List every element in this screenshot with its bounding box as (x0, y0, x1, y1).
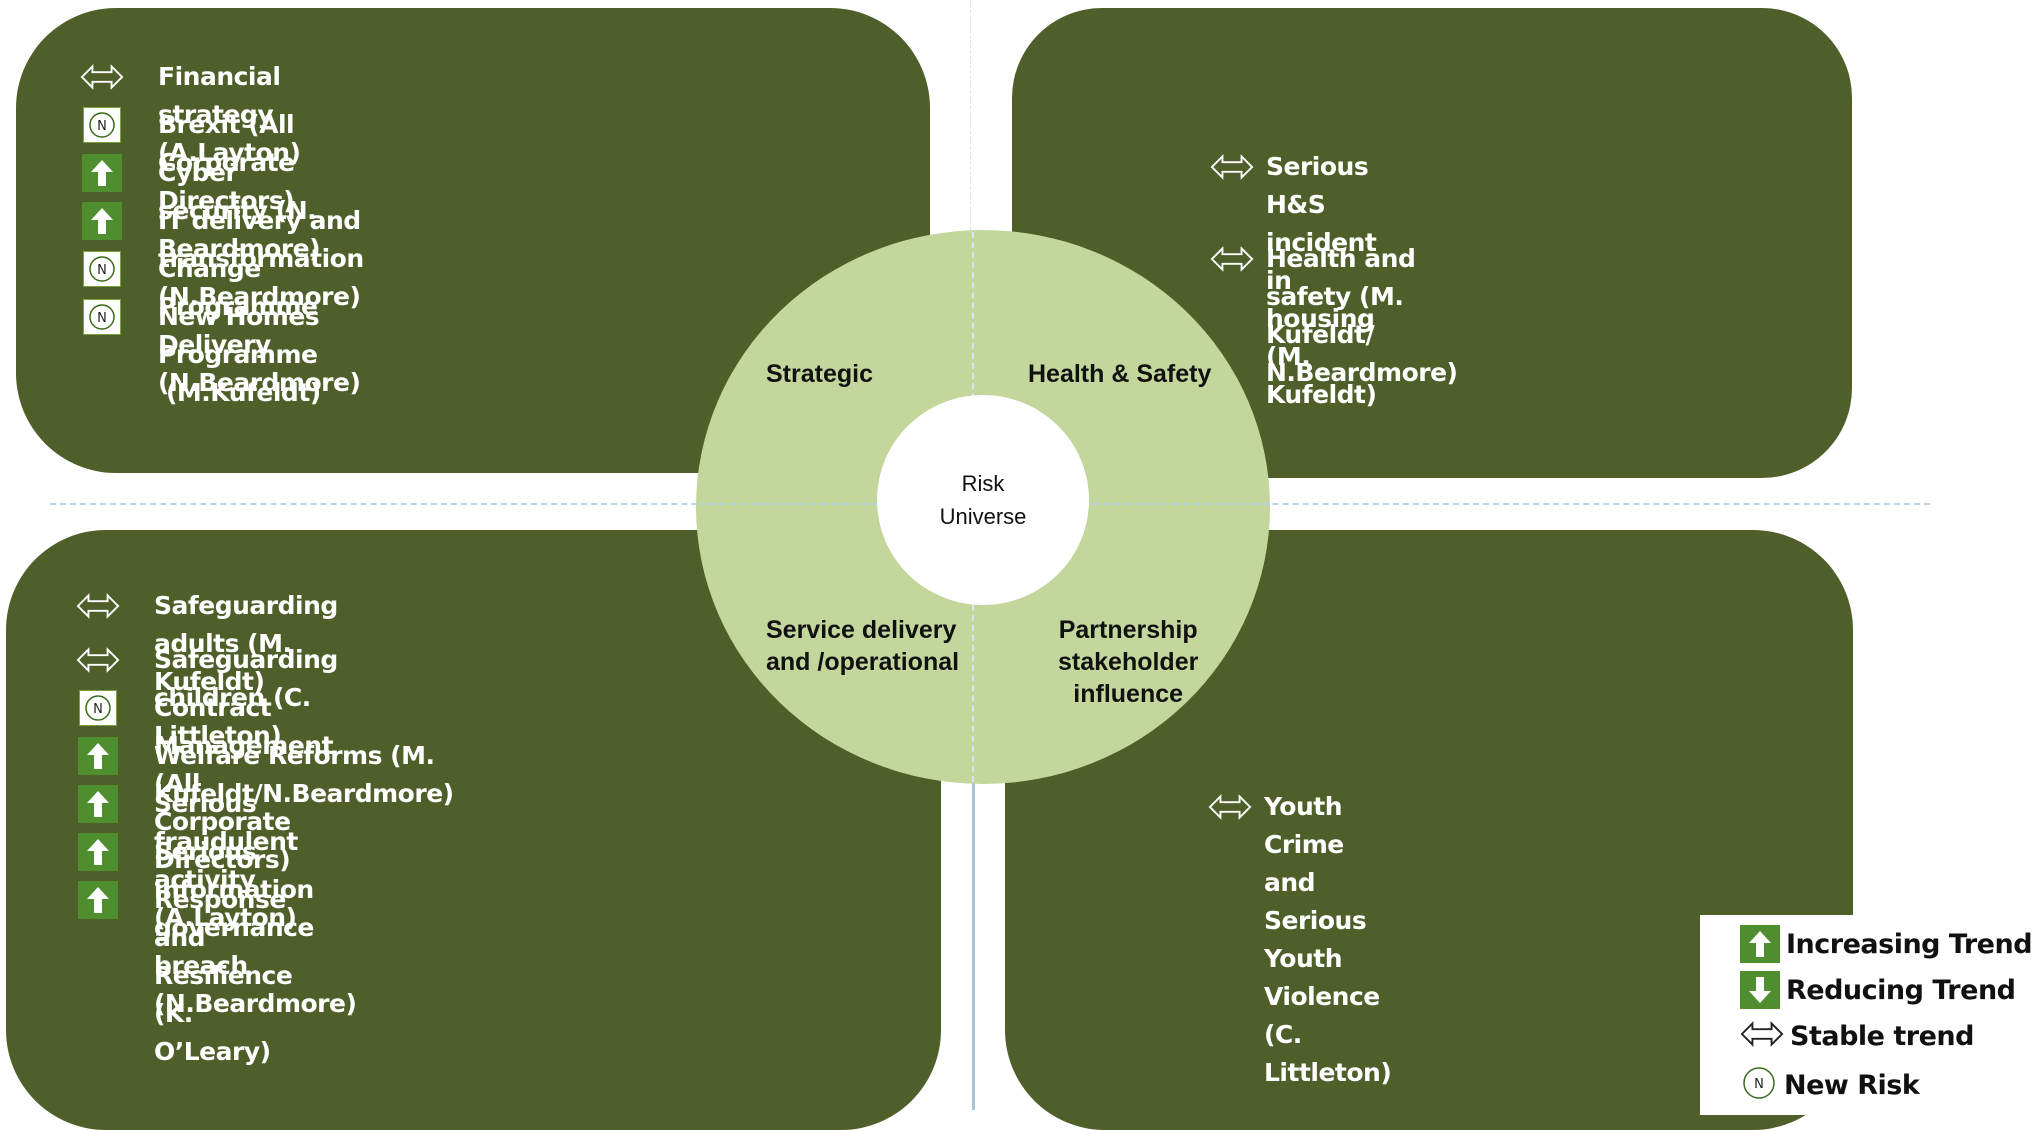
legend-stable-label: Stable trend (1790, 1021, 1974, 1052)
stable-arrow-icon (1210, 240, 1254, 278)
legend: Increasing Trend Reducing Trend Stable t… (1700, 915, 2035, 1115)
svg-text:N: N (97, 119, 107, 134)
center-label-line1: Risk (961, 471, 1005, 496)
new-risk-icon: N (80, 298, 124, 336)
risk-text: Serious H&S incident in housing (M. Kufe… (1266, 148, 1377, 414)
risk-text-line2: N.Beardmore) (1266, 358, 1458, 387)
service-delivery-risk-item: Response and Resilience (K. O’Leary) (76, 881, 293, 1071)
reducing-trend-icon (1740, 971, 1780, 1009)
quadrant-label-service-delivery: Service delivery and /operational (766, 614, 959, 678)
service-delivery-risk-item: Safeguarding children (C. Littleton) (76, 641, 338, 755)
stable-arrow-icon (80, 58, 124, 96)
quadrant-label-partnership-line3: influence (1073, 680, 1184, 708)
risk-text-line2: Littleton) (1264, 1058, 1392, 1087)
svg-text:N: N (97, 311, 107, 326)
health-safety-risk-item: Serious H&S incident in housing (M. Kufe… (1210, 148, 1377, 414)
risk-text: Serious information governance breach (N… (154, 837, 357, 1018)
risk-text: Contract Management (All Corporate Direc… (154, 693, 334, 874)
vertical-divider-bottom (972, 780, 975, 1110)
risk-text: Welfare Reforms (M. Kufeldt/N.Beardmore) (154, 741, 454, 808)
quadrant-label-partnership-line2: stakeholder (1058, 648, 1199, 676)
risk-text-line1: Youth Crime and Serious Youth Violence (… (1264, 792, 1380, 1049)
increasing-trend-icon (80, 154, 124, 192)
center-label-line2: Universe (939, 504, 1027, 529)
increasing-trend-icon (1740, 925, 1780, 963)
strategic-risk-item: Cyber security (N. Beardmore) (80, 154, 321, 268)
risk-text-line1: New Homes Programme (158, 302, 320, 369)
svg-text:N: N (1754, 1077, 1764, 1092)
risk-text: Brexit (All Corporate Directors) (158, 110, 295, 215)
service-delivery-risk-item: Safeguarding adults (M. Kufeldt) (76, 587, 338, 701)
risk-text: Youth Crime and Serious Youth Violence (… (1264, 788, 1392, 1092)
legend-increasing: Increasing Trend (1740, 925, 2033, 963)
strategic-risk-item: N Brexit (All Corporate Directors) (80, 106, 295, 220)
new-risk-icon: N (80, 106, 124, 144)
quadrant-label-service-delivery-line1: Service delivery (766, 616, 957, 644)
risk-text: Change Programme Delivery (N.Beardmore) (158, 254, 361, 397)
risk-text: Safeguarding children (C. Littleton) (154, 645, 338, 750)
quadrant-label-partnership-line1: Partnership (1058, 616, 1198, 644)
strategic-risk-item: Financial strategy (A.Layton) (80, 58, 301, 172)
legend-reducing: Reducing Trend (1740, 971, 2016, 1009)
risk-text: Financial strategy (A.Layton) (158, 62, 301, 167)
svg-text:N: N (93, 702, 103, 717)
quadrant-label-strategic: Strategic (766, 360, 873, 388)
risk-text: Health and safety (M. Kufeldt/ N.Beardmo… (1266, 240, 1458, 392)
stable-arrow-icon (1208, 788, 1252, 826)
risk-text: Serious fraudulent activity (A.Layton) (154, 789, 298, 932)
strategic-risk-item: IT delivery and transformation (N.Beardm… (80, 202, 364, 316)
increasing-trend-icon (76, 785, 120, 823)
new-risk-icon: N (80, 250, 124, 288)
service-delivery-risk-item: Serious fraudulent activity (A.Layton) (76, 785, 298, 937)
new-risk-icon: N (76, 689, 120, 727)
partnership-risk-item: Youth Crime and Serious Youth Violence (… (1208, 788, 1392, 1092)
risk-text: Response and Resilience (K. O’Leary) (154, 885, 293, 1066)
service-delivery-risk-item: N Contract Management (All Corporate Dir… (76, 689, 334, 879)
new-risk-icon: N (1740, 1065, 1778, 1106)
service-delivery-risk-item: Serious information governance breach (N… (76, 833, 357, 1023)
increasing-trend-icon (76, 881, 120, 919)
risk-text: New Homes Programme (M.Kufeldt) (158, 298, 321, 412)
strategic-risk-item: N New Homes Programme (M.Kufeldt) (80, 298, 321, 412)
quadrant-label-health-safety: Health & Safety (1028, 360, 1212, 388)
quadrant-label-partnership: Partnership stakeholder influence (1058, 614, 1198, 710)
risk-text-line2: Kufeldt) (1266, 380, 1377, 409)
stable-arrow-icon (1210, 148, 1254, 186)
increasing-trend-icon (76, 737, 120, 775)
stable-arrow-icon (76, 641, 120, 679)
increasing-trend-icon (80, 202, 124, 240)
legend-new-label: New Risk (1784, 1070, 1920, 1101)
increasing-trend-icon (76, 833, 120, 871)
quadrant-label-service-delivery-line2: and /operational (766, 648, 960, 676)
stable-arrow-icon (76, 587, 120, 625)
risk-text: Cyber security (N. Beardmore) (158, 158, 321, 263)
svg-text:N: N (97, 263, 107, 278)
strategic-risk-item: N Change Programme Delivery (N.Beardmore… (80, 250, 361, 402)
legend-new: N New Risk (1740, 1065, 1920, 1106)
vertical-divider-top (970, 0, 971, 230)
risk-text-line1: Health and safety (M. Kufeldt/ (1266, 244, 1416, 349)
risk-text: Safeguarding adults (M. Kufeldt) (154, 591, 338, 696)
legend-increasing-label: Increasing Trend (1786, 928, 2033, 960)
legend-reducing-label: Reducing Trend (1786, 974, 2016, 1006)
legend-stable: Stable trend (1740, 1021, 1974, 1052)
risk-universe-center: Risk Universe (877, 395, 1089, 605)
risk-text-line1: Serious H&S incident in housing (M. (1266, 152, 1377, 371)
risk-text: IT delivery and transformation (N.Beardm… (158, 206, 364, 311)
service-delivery-risk-item: Welfare Reforms (M. Kufeldt/N.Beardmore) (76, 737, 454, 813)
risk-text-line2: (M.Kufeldt) (166, 378, 321, 407)
stable-arrow-icon (1740, 1021, 1784, 1052)
health-safety-risk-item: Health and safety (M. Kufeldt/ N.Beardmo… (1210, 240, 1458, 392)
